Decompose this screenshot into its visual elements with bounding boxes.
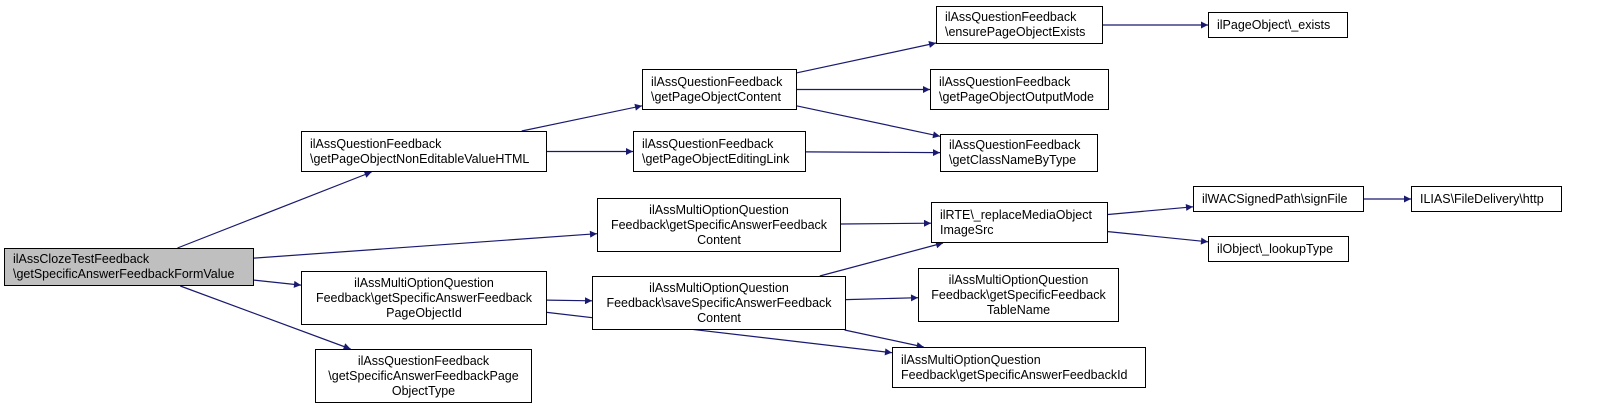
node-label-line: Feedback\getSpecificAnswerFeedback [610,217,828,232]
node-label-line: \getPageObjectOutputMode [939,89,1094,104]
node-label-line: PageObjectId [386,305,462,320]
node-label-line: ilAssMultiOptionQuestion [901,352,1041,367]
edge-n0-to-n4 [180,285,351,350]
edge-n3-to-n12 [546,297,593,305]
node-label-line: Content [697,310,741,325]
node-ensure-page-object-exists[interactable]: ilAssQuestionFeedback\ensurePageObjectEx… [936,6,1103,44]
node-label-line: Feedback\getSpecificAnswerFeedbackId [901,367,1128,382]
node-label-line: TableName [986,302,1051,317]
node-label-line: ilAssQuestionFeedback [949,138,1081,152]
node-root-get-specific-answer-feedback-form-value[interactable]: ilAssClozeTestFeedback\getSpecificAnswer… [4,248,254,286]
node-label-line: ilAssClozeTestFeedback [13,252,150,266]
node-label-line: \getPageObjectEditingLink [642,151,790,166]
node-label-line: ilAssQuestionFeedback [642,136,774,151]
edge-n5-to-n9 [796,105,941,139]
node-label-line: ilAssMultiOptionQuestion [354,275,494,290]
edge-n0-to-n2 [253,230,598,259]
node-label-line: ilAssQuestionFeedback [945,10,1077,24]
node-label-line: ImageSrc [940,222,994,237]
node-label-line: \getPageObjectNonEditableValueHTML [310,151,530,166]
node-label-line: Feedback\getSpecificAnswerFeedback [315,290,533,305]
edge-n0-to-n1 [177,171,372,249]
node-get-page-object-editing-link[interactable]: ilAssQuestionFeedback\getPageObjectEditi… [633,131,806,172]
node-object-lookup-type[interactable]: ilObject\_lookupType [1208,236,1349,262]
node-label-line: ilAssQuestionFeedback [939,74,1071,89]
node-label-line: ilAssMultiOptionQuestion [649,202,789,217]
node-get-specific-answer-feedback-page-object-type[interactable]: ilAssQuestionFeedback\getSpecificAnswerF… [315,349,532,403]
node-label-line: \getPageObjectContent [651,89,781,104]
edge-n1-to-n5 [521,103,643,132]
node-label-line: ilAssMultiOptionQuestion [948,272,1089,287]
node-label-line: ilAssQuestionFeedback [357,353,490,368]
node-label-line: \ensurePageObjectExists [945,25,1086,39]
node-label-line: ilAssMultiOptionQuestion [649,280,789,295]
edge-n12-to-n11 [819,241,944,277]
node-label-line: ilAssQuestionFeedback [310,136,442,151]
edge-n11-to-n15 [1107,203,1194,216]
node-label-line: ilObject\_lookupType [1217,241,1334,256]
node-get-page-object-output-mode[interactable]: ilAssQuestionFeedback\getPageObjectOutpu… [930,69,1109,110]
node-label-line: Feedback\getSpecificFeedback [931,287,1106,302]
node-label-line: Feedback\saveSpecificAnswerFeedback [606,295,832,310]
node-label-line: Content [697,232,741,247]
edge-n12-to-n13 [845,294,919,302]
node-wac-signed-path-sign-file[interactable]: ilWACSignedPath\signFile [1193,186,1364,212]
node-label-line: \getSpecificAnswerFeedbackFormValue [13,267,235,281]
node-label-line: ObjectType [391,383,456,398]
node-get-page-object-non-editable-value-html[interactable]: ilAssQuestionFeedback\getPageObjectNonEd… [301,131,547,172]
node-get-class-name-by-type[interactable]: ilAssQuestionFeedback\getClassNameByType [940,134,1098,172]
node-label-line: ilPageObject\_exists [1217,17,1331,32]
edge-n11-to-n16 [1107,231,1209,245]
node-get-page-object-content[interactable]: ilAssQuestionFeedback\getPageObjectConte… [642,69,797,110]
node-label-line: \getClassNameByType [949,153,1077,167]
edge-n2-to-n11 [840,219,932,227]
node-label-line: ilRTE\_replaceMediaObject [940,207,1092,222]
node-label-line: ilWACSignedPath\signFile [1202,191,1348,206]
node-label-line: \getSpecificAnswerFeedbackPage [328,368,519,383]
node-page-object-exists[interactable]: ilPageObject\_exists [1208,12,1348,38]
edge-n6-to-n9 [805,149,941,157]
node-label-line: ILIAS\FileDelivery\http [1420,191,1544,206]
edge-n12-to-n14 [844,329,924,349]
edge-n0-to-n3 [253,279,302,288]
edge-n5-to-n7 [796,41,937,74]
node-ilias-file-delivery-http[interactable]: ILIAS\FileDelivery\http [1411,186,1562,212]
node-label-line: ilAssQuestionFeedback [651,74,783,89]
